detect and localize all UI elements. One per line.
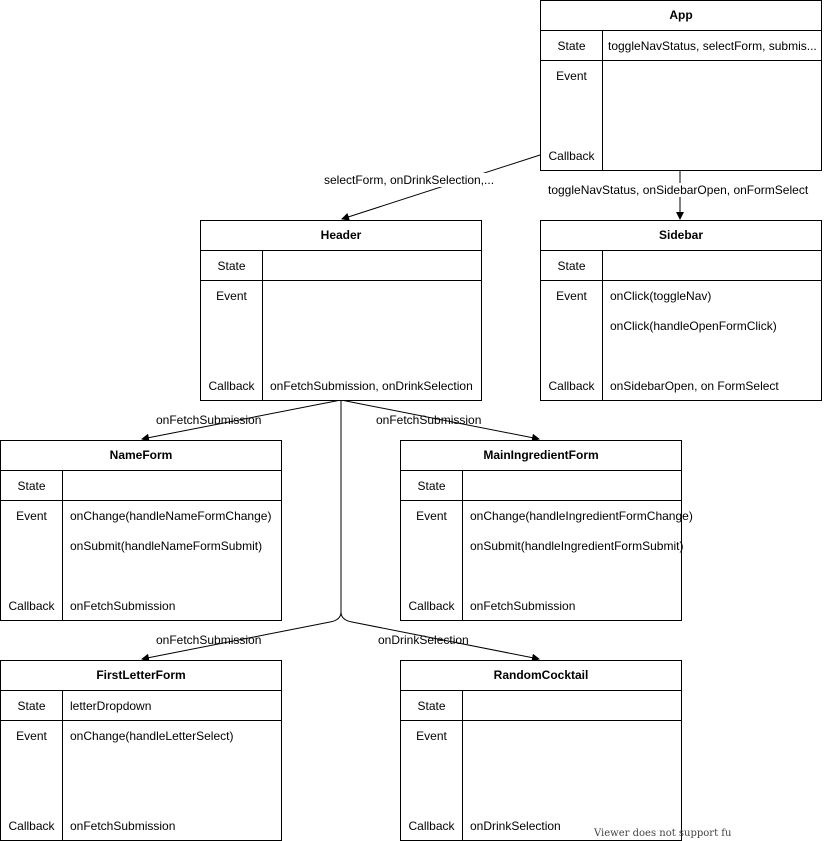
event-value: onChange(handleIngredientFormChange): [470, 509, 693, 523]
edge-label-app-header: selectForm, onDrinkSelection,...: [324, 173, 495, 187]
component-title: FirstLetterForm: [1, 661, 281, 691]
state-label: State: [217, 259, 246, 273]
component-title: Sidebar: [541, 221, 821, 251]
edge-label-header-firstletterform: onFetchSubmission: [156, 633, 262, 647]
callback-label: Callback: [548, 379, 595, 393]
edge-label-app-sidebar: toggleNavStatus, onSidebarOpen, onFormSe…: [548, 183, 809, 197]
callback-label: Callback: [408, 599, 455, 613]
state-label: State: [417, 699, 446, 713]
event-value: onClick(toggleNav): [610, 289, 712, 303]
edge-label-header-nameform: onFetchSubmission: [156, 413, 262, 427]
state-value: letterDropdown: [70, 699, 152, 713]
component-randomcocktail: RandomCocktail State Event Callback onDr…: [400, 660, 682, 841]
column-divider: [462, 691, 463, 840]
callback-label: Callback: [408, 819, 455, 833]
component-title: App: [541, 1, 821, 31]
event-value: onChange(handleLetterSelect): [70, 729, 234, 743]
component-nameform: NameForm State Event onChange(handleName…: [0, 440, 282, 621]
state-row: [201, 251, 481, 281]
state-row: [541, 251, 821, 281]
callback-label: Callback: [8, 819, 55, 833]
event-label: Event: [216, 289, 247, 303]
event-label: Event: [556, 69, 587, 83]
edge-label-header-randomcocktail: onDrinkSelection: [378, 633, 469, 647]
callback-value: onFetchSubmission, onDrinkSelection: [270, 379, 473, 393]
state-label: State: [17, 699, 46, 713]
state-row: [1, 471, 281, 501]
state-row: [401, 471, 681, 501]
callback-value: onDrinkSelection: [470, 819, 561, 833]
column-divider: [62, 691, 63, 840]
state-label: State: [557, 39, 586, 53]
callback-value: onSidebarOpen, on FormSelect: [610, 379, 779, 393]
state-row: [401, 691, 681, 721]
edge-header-nameform: [141, 399, 342, 442]
event-label: Event: [16, 509, 47, 523]
edge-app-header: [341, 154, 541, 221]
callback-value: onFetchSubmission: [70, 819, 176, 833]
edge-header-randomcocktail: [340, 611, 540, 662]
state-label: State: [557, 259, 586, 273]
edge-header-mainingredientform: [340, 399, 540, 442]
edge-label-header-mainingredientform: onFetchSubmission: [376, 413, 482, 427]
column-divider: [262, 251, 263, 400]
column-divider: [602, 31, 603, 170]
callback-label: Callback: [208, 379, 255, 393]
state-label: State: [417, 479, 446, 493]
event-label: Event: [556, 289, 587, 303]
component-title: NameForm: [1, 441, 281, 471]
state-label: State: [17, 479, 46, 493]
component-firstletterform: FirstLetterForm State letterDropdown Eve…: [0, 660, 282, 841]
event-value: onSubmit(handleIngredientFormSubmit): [470, 539, 684, 553]
component-sidebar: Sidebar State Event onClick(toggleNav) o…: [540, 220, 822, 401]
component-mainingredientform: MainIngredientForm State Event onChange(…: [400, 440, 693, 621]
event-label: Event: [16, 729, 47, 743]
component-app: App State toggleNavStatus, selectForm, s…: [540, 0, 822, 171]
state-row: [1, 691, 281, 721]
viewer-warning: Viewer does not support fu: [594, 828, 732, 839]
component-title: Header: [201, 221, 481, 251]
callback-value: onFetchSubmission: [70, 599, 176, 613]
component-title: RandomCocktail: [401, 661, 681, 691]
event-label: Event: [416, 729, 447, 743]
state-value: toggleNavStatus, selectForm, submis...: [608, 39, 817, 53]
event-label: Event: [416, 509, 447, 523]
column-divider: [462, 471, 463, 620]
state-row: [541, 31, 821, 61]
component-header: Header State Event Callback onFetchSubmi…: [200, 220, 482, 401]
callback-value: onFetchSubmission: [470, 599, 576, 613]
column-divider: [62, 471, 63, 620]
column-divider: [602, 251, 603, 400]
component-title: MainIngredientForm: [401, 441, 681, 471]
callback-label: Callback: [548, 149, 595, 163]
event-value: onClick(handleOpenFormClick): [610, 319, 777, 333]
event-value: onSubmit(handleNameFormSubmit): [70, 539, 263, 553]
event-value: onChange(handleNameFormChange): [70, 509, 272, 523]
callback-label: Callback: [8, 599, 55, 613]
